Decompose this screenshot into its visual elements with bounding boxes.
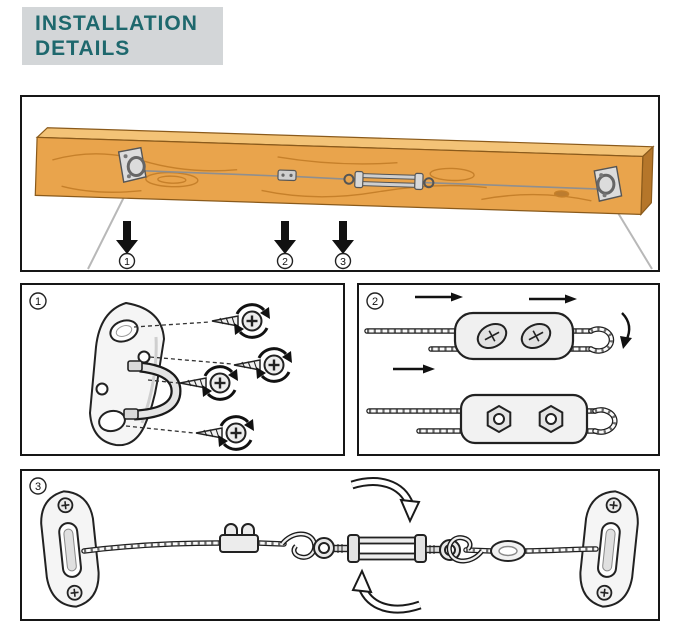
step1-panel: 1 [20,283,345,456]
step2-illustration: 2 [359,292,632,445]
svg-text:3: 3 [340,256,346,268]
hook-icon [280,531,318,560]
oval-ferrule [490,540,526,562]
svg-text:1: 1 [35,296,41,308]
panel3-label: 3 [29,477,47,495]
rotation-arrow-icon [202,365,238,401]
curved-arrow-icon [620,312,632,349]
pad-eye-plate [88,301,182,447]
step-marker-1: 1 [118,252,136,270]
down-arrow-icon [332,221,354,254]
overview-illustration: 1 2 3 [34,127,655,270]
step-marker-2: 2 [276,252,294,270]
pad-eye-plate-right [579,490,639,608]
d-ring [123,360,182,421]
header-line-1: INSTALLATION [35,12,198,35]
overview-panel: 1 2 3 [20,95,660,272]
step3-panel: 3 [20,469,660,621]
rotation-arrow-icon [256,347,292,383]
header-title-block: INSTALLATION DETAILS [22,7,223,65]
rotation-arrow-icon [350,477,421,524]
hook-icon [446,535,484,564]
leader-lines [125,321,233,434]
svg-text:2: 2 [282,256,288,268]
step2-panel: 2 [357,283,660,456]
direction-arrow-icon [529,294,577,304]
down-arrow-icon [116,221,138,254]
turnbuckle-small [343,170,435,191]
header-line-2: DETAILS [35,37,131,60]
direction-arrow-icon [415,292,463,302]
direction-arrow-icon [393,364,435,374]
duplex-clip [219,523,259,553]
pad-eye-right [593,165,623,202]
screw-icon [179,372,231,394]
step1-illustration: 1 [29,292,292,451]
panel1-label: 1 [29,292,47,310]
duplex-clip-top-view [367,311,611,361]
step3-illustration: 3 [29,477,639,614]
down-arrow-icon [274,221,296,254]
wood-beam [34,127,655,217]
screw-icon [211,310,263,332]
rope-clip-small [277,169,297,182]
screw-icon [233,354,285,376]
screw-icon [195,422,247,444]
svg-text:1: 1 [124,256,130,268]
pad-eye-left [117,146,147,184]
duplex-clip-front-view [369,393,615,445]
pad-eye-plate-left [40,490,100,608]
rotation-arrow-icon [351,568,422,614]
turnbuckle [313,534,461,563]
rotation-arrow-icon [218,415,254,451]
svg-text:3: 3 [35,481,41,493]
step-marker-3: 3 [334,252,352,270]
rotation-arrow-icon [234,303,270,339]
panel2-label: 2 [366,292,384,310]
svg-text:2: 2 [372,296,378,308]
